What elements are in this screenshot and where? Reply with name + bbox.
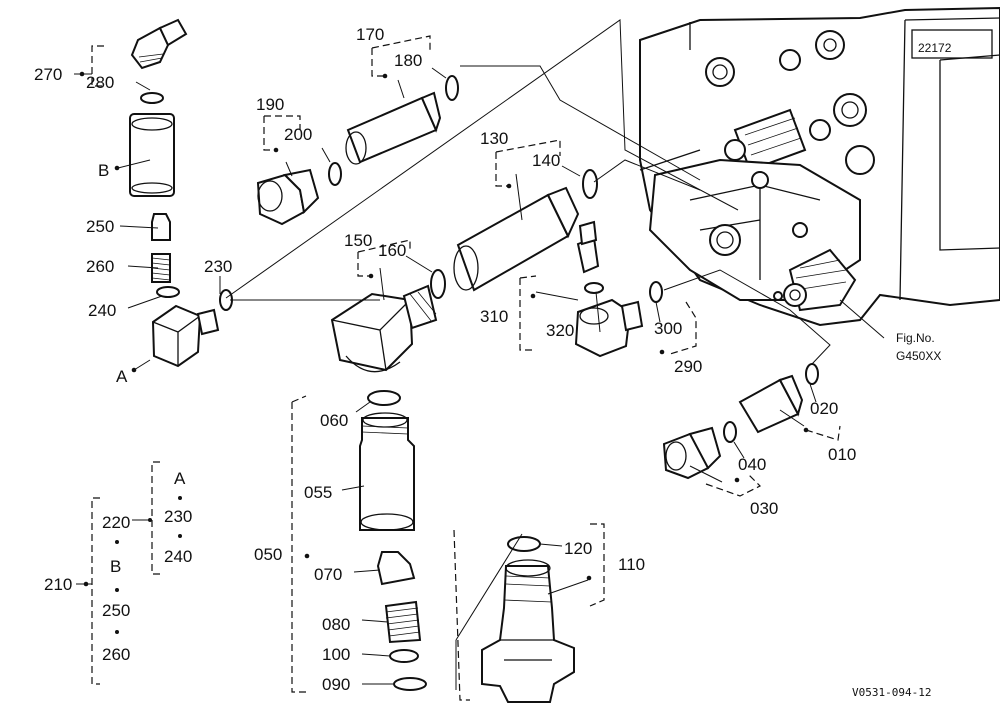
label-120: 120 [564,539,592,558]
label-140: 140 [532,151,560,170]
fig-no-value: G450XX [896,349,941,363]
part-labels: 270 280 B 250 260 240 230 A 190 200 170 … [34,25,941,699]
housing-stamp: 22172 [918,41,952,55]
right-lower-assembly [662,363,819,480]
label-100: 100 [322,645,350,664]
label-280: 280 [86,73,114,92]
label-300: 300 [654,319,682,338]
label-290: 290 [674,357,702,376]
grouping-brackets [91,35,841,701]
label-A: A [116,367,128,386]
label-240: 240 [88,301,116,320]
label-210: 210 [44,575,72,594]
drawing-code: V0531-094-12 [852,686,931,699]
key-260: 260 [102,645,130,664]
label-070: 070 [314,565,342,584]
label-250: 250 [86,217,114,236]
middle-assembly [330,169,598,373]
label-030: 030 [750,499,778,518]
label-320: 320 [546,321,574,340]
label-090: 090 [322,675,350,694]
key-230: 230 [164,507,192,526]
reference-dots [79,71,809,634]
label-150: 150 [344,231,372,250]
key-A: A [174,469,186,488]
label-110: 110 [618,555,645,574]
upper-assembly [256,75,459,226]
elbow-290-assembly [574,220,663,358]
column-050 [359,390,427,691]
label-060: 060 [320,411,348,430]
tee-fitting-110 [481,536,575,703]
label-260: 260 [86,257,114,276]
key-250: 250 [102,601,130,620]
label-180: 180 [394,51,422,70]
label-040: 040 [738,455,766,474]
valve-housing: 22172 [639,6,1000,327]
key-220: 220 [102,513,130,532]
key-240: 240 [164,547,192,566]
label-020: 020 [810,399,838,418]
key-B: B [110,557,121,576]
label-080: 080 [322,615,350,634]
label-055: 055 [304,483,332,502]
leader-lines [117,19,885,690]
label-190: 190 [256,95,284,114]
label-310: 310 [480,307,508,326]
label-230: 230 [204,257,232,276]
label-130: 130 [480,129,508,148]
label-B: B [98,161,109,180]
left-assembly [129,18,233,368]
label-160: 160 [378,241,406,260]
label-200: 200 [284,125,312,144]
label-010: 010 [828,445,856,464]
label-170: 170 [356,25,384,44]
label-050: 050 [254,545,282,564]
label-270: 270 [34,65,62,84]
fig-no-label: Fig.No. [896,331,935,345]
